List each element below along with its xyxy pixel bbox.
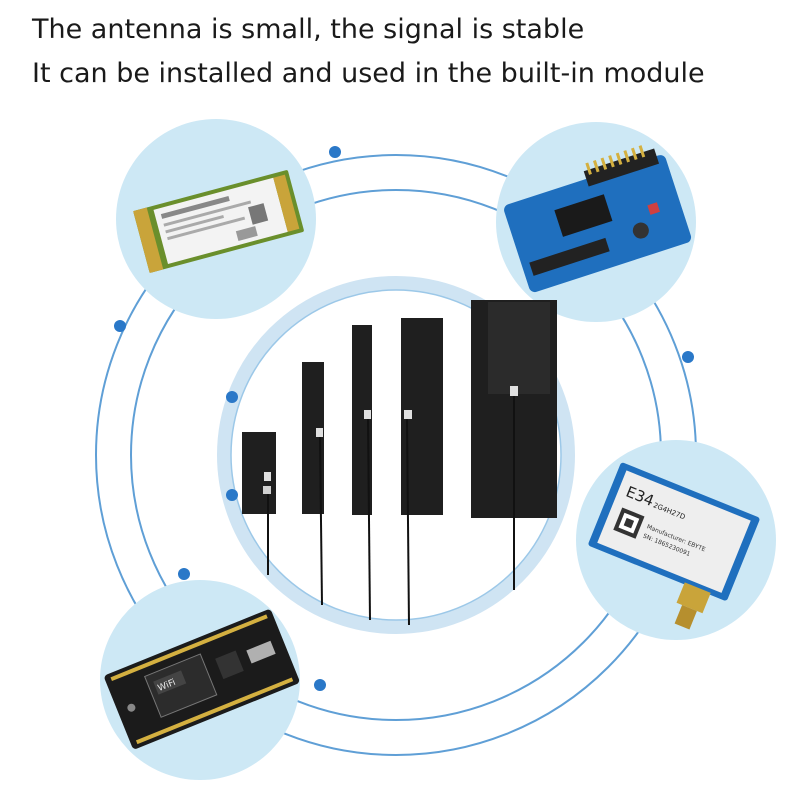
ring-dot xyxy=(682,351,694,363)
ssd-card-image xyxy=(133,170,304,273)
bubble-rf-module: E34 2G4H27D Manufacturer: EBYTE SN: 1865… xyxy=(576,440,776,640)
bubble-ssd xyxy=(116,119,316,319)
antenna-2 xyxy=(302,362,324,606)
ring-dots xyxy=(114,146,694,691)
bubble-wifi-board: WiFi xyxy=(100,580,300,780)
ring-dot xyxy=(226,391,238,403)
headline-line-1: The antenna is small, the signal is stab… xyxy=(32,14,585,45)
ring-dot xyxy=(314,679,326,691)
ring-dot xyxy=(178,568,190,580)
antenna-1 xyxy=(242,432,276,575)
antenna-set-image xyxy=(242,300,557,626)
wifi-devboard-image: WiFi xyxy=(104,609,300,749)
sensor-board-image xyxy=(504,145,692,293)
ring-dot xyxy=(226,489,238,501)
ring-dot xyxy=(329,146,341,158)
rf-module-image: E34 2G4H27D Manufacturer: EBYTE SN: 1865… xyxy=(588,462,760,630)
bubble-sensor xyxy=(496,122,696,322)
antenna-3 xyxy=(352,325,372,621)
ring-dot xyxy=(114,320,126,332)
headline: The antenna is small, the signal is stab… xyxy=(32,8,705,96)
antenna-5 xyxy=(471,300,557,590)
headline-line-2: It can be installed and used in the buil… xyxy=(32,58,705,89)
antenna-4 xyxy=(401,318,443,626)
inner-ring-edge xyxy=(230,289,562,621)
inner-ring xyxy=(217,276,575,634)
